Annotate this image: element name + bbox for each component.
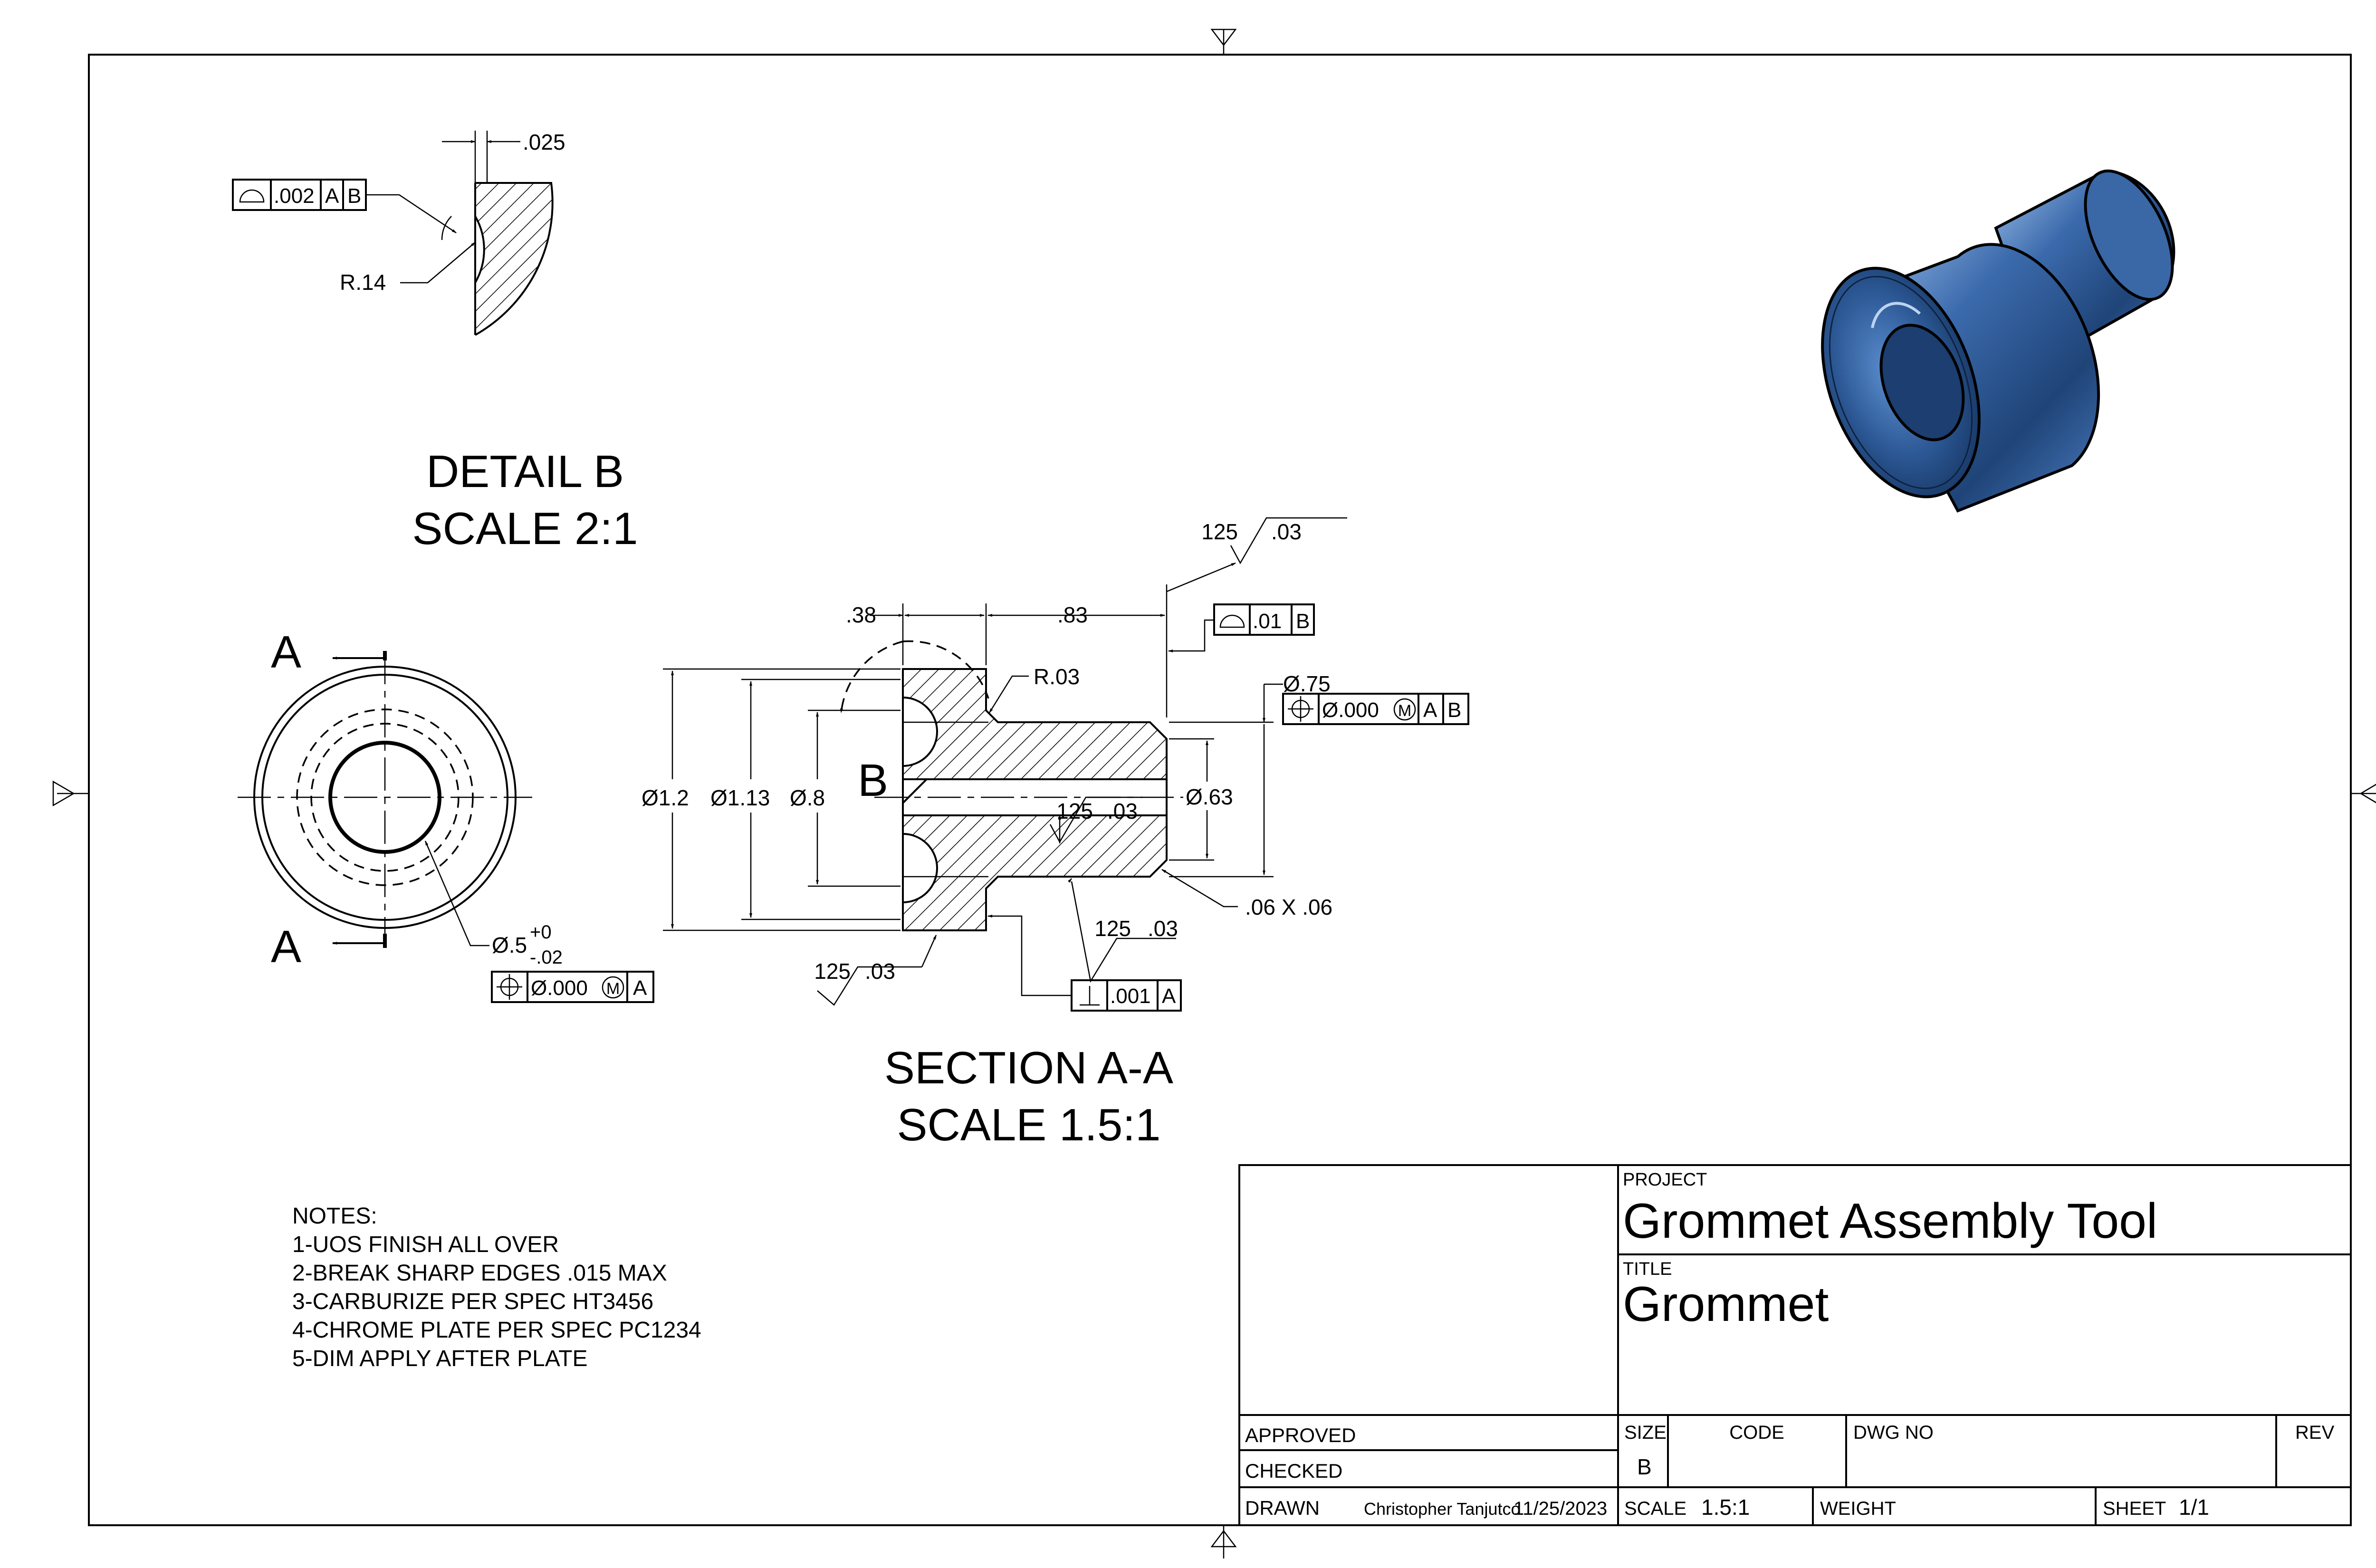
detail-b-fcf-datum1: A — [325, 184, 339, 208]
notes-heading: NOTES: — [292, 1204, 377, 1229]
checked-label: CHECKED — [1245, 1460, 1342, 1482]
dwg-no-label: DWG NO — [1853, 1422, 1934, 1443]
drawn-date: 11/25/2023 — [1514, 1498, 1607, 1519]
section-dim-d63: Ø.63 — [1186, 784, 1233, 809]
finish-face-waviness: .03 — [865, 959, 895, 984]
note-3: 3-CARBURIZE PER SPEC HT3456 — [292, 1289, 653, 1314]
note-1: 1-UOS FINISH ALL OVER — [292, 1232, 559, 1257]
section-perp-datum: A — [1162, 985, 1176, 1008]
position-icon — [1288, 696, 1313, 722]
finish-top-waviness: .03 — [1271, 519, 1302, 544]
detail-b-view: .025 R.14 — [340, 130, 565, 336]
section-perp-fcf: .001 A — [1071, 979, 1182, 1012]
detail-b-fcf: .002 A B — [232, 179, 367, 211]
end-view-fcf-datum1: A — [633, 976, 647, 1000]
detail-b-scale: SCALE 2:1 — [412, 503, 638, 554]
section-dim-d12: Ø1.2 — [642, 785, 689, 810]
perpendicularity-icon — [1080, 986, 1100, 1006]
end-view-fcf-tol: Ø.000 — [531, 976, 588, 1000]
detail-b-fcf-tol: .002 — [274, 184, 315, 208]
position-icon — [497, 974, 522, 1000]
note-5: 5-DIM APPLY AFTER PLATE — [292, 1346, 588, 1371]
mmc-modifier-icon — [1393, 698, 1416, 721]
section-position-fcf: Ø.000 M A B — [1282, 693, 1469, 725]
section-title: SECTION A-A — [884, 1042, 1173, 1093]
profile-surface-icon — [239, 189, 265, 203]
project-label: PROJECT — [1623, 1170, 1707, 1190]
section-profile-datum: B — [1296, 610, 1310, 633]
title-label: TITLE — [1623, 1259, 1672, 1279]
scale-label: SCALE — [1624, 1498, 1686, 1519]
section-position-datum1: A — [1423, 698, 1437, 722]
project-name: Grommet Assembly Tool — [1623, 1194, 2157, 1249]
detail-b-dim-radius: R.14 — [340, 270, 386, 295]
size-label: SIZE — [1624, 1422, 1667, 1443]
weight-label: WEIGHT — [1820, 1498, 1896, 1519]
mmc-modifier-icon — [602, 976, 624, 999]
finish-bore-roughness: 125 — [1056, 799, 1093, 823]
sheet-value: 1/1 — [2179, 1495, 2209, 1520]
note-4: 4-CHROME PLATE PER SPEC PC1234 — [292, 1318, 701, 1343]
section-dim-d8: Ø.8 — [790, 785, 825, 810]
approved-label: APPROVED — [1245, 1424, 1356, 1446]
section-dim-d75: Ø.75 — [1283, 671, 1331, 696]
end-view-fcf-mod: M — [606, 980, 620, 998]
section-profile-fcf: .01 B — [1213, 603, 1315, 636]
end-view-dim-bore-lower: -.02 — [530, 947, 563, 968]
end-view-dim-bore-upper: +0 — [530, 922, 552, 943]
sheet-label: SHEET — [2103, 1498, 2166, 1519]
section-position-datum2: B — [1447, 698, 1461, 722]
end-view-fcf: Ø.000 M A — [491, 971, 654, 1003]
finish-bore-waviness: .03 — [1107, 799, 1138, 823]
section-dim-38: .38 — [846, 602, 876, 627]
finish-top-roughness: 125 — [1201, 519, 1238, 544]
detail-b-dim-width: .025 — [523, 130, 565, 154]
detail-b-fcf-datum2: B — [347, 184, 361, 208]
rev-label: REV — [2295, 1422, 2335, 1443]
code-label: CODE — [1729, 1422, 1784, 1443]
detail-label-b: B — [858, 755, 888, 806]
notes-block: NOTES: 1-UOS FINISH ALL OVER 2-BREAK SHA… — [292, 1204, 701, 1371]
section-label-a-bottom: A — [271, 921, 301, 972]
sheet-border — [88, 54, 2352, 1526]
section-profile-tol: .01 — [1253, 610, 1282, 633]
finish-od-waviness: .03 — [1148, 916, 1178, 941]
drawn-label: DRAWN — [1245, 1497, 1320, 1519]
size-value: B — [1637, 1454, 1652, 1479]
section-scale: SCALE 1.5:1 — [897, 1100, 1161, 1150]
section-dim-r03: R.03 — [1034, 664, 1080, 689]
section-position-tol: Ø.000 — [1322, 698, 1379, 722]
isometric-part-render — [1821, 169, 2175, 513]
detail-b-title: DETAIL B — [426, 446, 624, 497]
finish-od-roughness: 125 — [1094, 916, 1131, 941]
title-block: PROJECT Grommet Assembly Tool TITLE Grom… — [1238, 1164, 2352, 1526]
drawing-title: Grommet — [1623, 1277, 1829, 1332]
section-a-a-view: B Ø1.2 Ø1.13 Ø.8 .38 .83 R.03 — [637, 517, 1347, 1006]
note-2: 2-BREAK SHARP EDGES .015 MAX — [292, 1261, 667, 1286]
drawn-by: Christopher Tanjutco — [1364, 1499, 1521, 1519]
section-dim-d113: Ø1.13 — [710, 785, 770, 810]
section-position-mod: M — [1398, 702, 1411, 720]
end-view: A A Ø.5 +0 -.02 — [238, 627, 563, 972]
scale-value: 1.5:1 — [1701, 1495, 1750, 1520]
end-view-dim-bore: Ø.5 — [492, 933, 527, 957]
finish-face-roughness: 125 — [814, 959, 851, 984]
section-label-a-top: A — [271, 627, 301, 678]
section-dim-chamfer: .06 X .06 — [1245, 895, 1332, 919]
section-perp-tol: .001 — [1110, 985, 1151, 1008]
profile-surface-icon — [1219, 614, 1245, 628]
